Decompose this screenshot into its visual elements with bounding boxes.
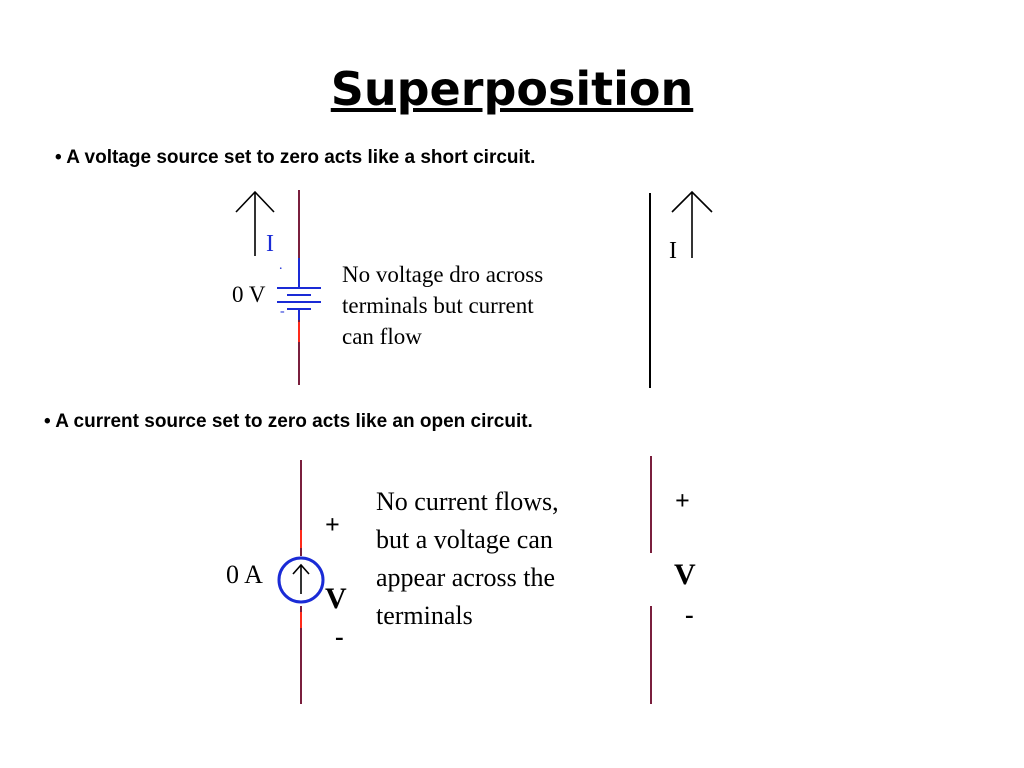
current-arrow-right [671,190,713,258]
battery-plus-mark: . [279,258,283,273]
battery-symbol [277,258,321,320]
note-line: terminals but current [342,293,534,318]
note-line: appear across the [376,563,556,592]
note-line: but a voltage can [376,525,553,554]
bullet-open-circuit: • A current source set to zero acts like… [44,411,533,432]
voltage-label-right: V [674,558,696,591]
note-line: No voltage dro across [342,262,544,287]
note-line: terminals [376,601,473,630]
voltage-source-label: 0 V [232,282,266,307]
battery-minus-mark: - [280,304,285,319]
current-label-right: I [669,238,677,264]
open-circuit-note: No current flows, but a voltage can appe… [376,483,559,635]
current-source-symbol [277,556,325,604]
plus-right: + [675,486,690,515]
bullet-short-circuit: • A voltage source set to zero acts like… [55,147,536,168]
current-arrow-left [235,190,275,256]
note-line: can flow [342,324,422,349]
current-source-label: 0 A [226,560,263,589]
minus-left: - [335,622,344,651]
short-circuit-note: No voltage dro across terminals but curr… [342,259,543,352]
minus-right: - [685,600,694,629]
current-label-left: I [266,231,274,257]
page-title: Superposition [330,62,694,116]
voltage-source-circuit [235,190,713,388]
plus-left: + [325,510,340,539]
voltage-label-left: V [325,582,347,615]
note-line: No current flows, [376,487,559,516]
current-source-circuit [277,456,652,704]
